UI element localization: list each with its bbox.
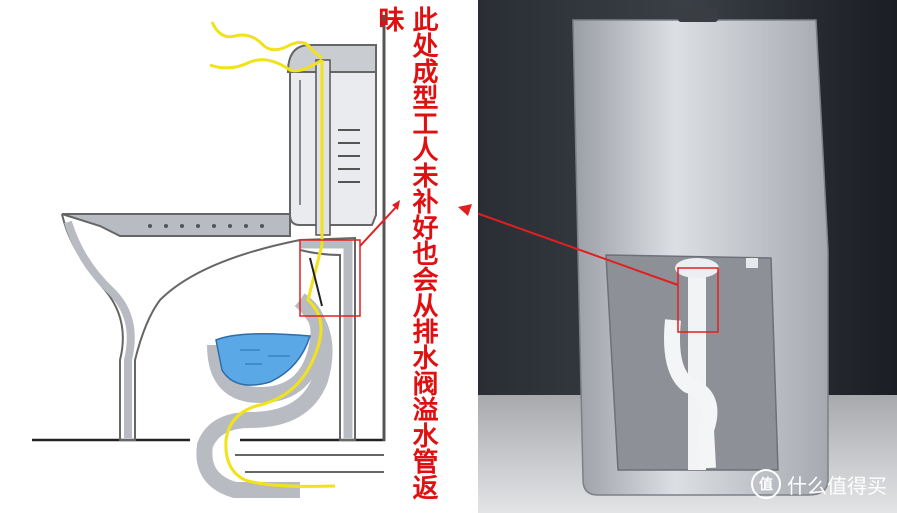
water-ripples (240, 349, 290, 365)
flush-button (678, 8, 718, 22)
highlight-box-left (299, 239, 361, 317)
arrow-left-line (359, 204, 399, 247)
tank-body (289, 69, 377, 226)
inner-bracket (746, 258, 758, 268)
bowl-wall-left (64, 220, 135, 438)
arrow-right-line (478, 212, 679, 286)
tank-lid (286, 44, 377, 73)
tank-scale-marks (338, 129, 360, 183)
arrow-left-head (392, 200, 400, 210)
seal-line (309, 257, 323, 307)
watermark-text: 什么值得买 (787, 473, 887, 498)
seat-rim (61, 213, 291, 237)
trapway-lower (196, 293, 333, 498)
toilet-cutaway-photo: 值 什么值得买 (478, 0, 897, 513)
bowl-wall-right (300, 239, 353, 438)
highlight-box-right (677, 267, 719, 333)
internal-trap (664, 319, 718, 469)
photo-svg (478, 0, 897, 513)
watermark: 值 什么值得买 (751, 469, 887, 499)
odor-path (209, 21, 336, 488)
toilet-cross-section-diagram (32, 15, 400, 498)
vertical-caption: 此处成型工人未补好也会从排水阀溢水管返味 (374, 6, 438, 500)
zhi-logo-icon: 值 (751, 469, 781, 499)
rim-holes (148, 224, 264, 228)
bowl-water (215, 333, 311, 386)
diagram-svg (32, 15, 400, 498)
